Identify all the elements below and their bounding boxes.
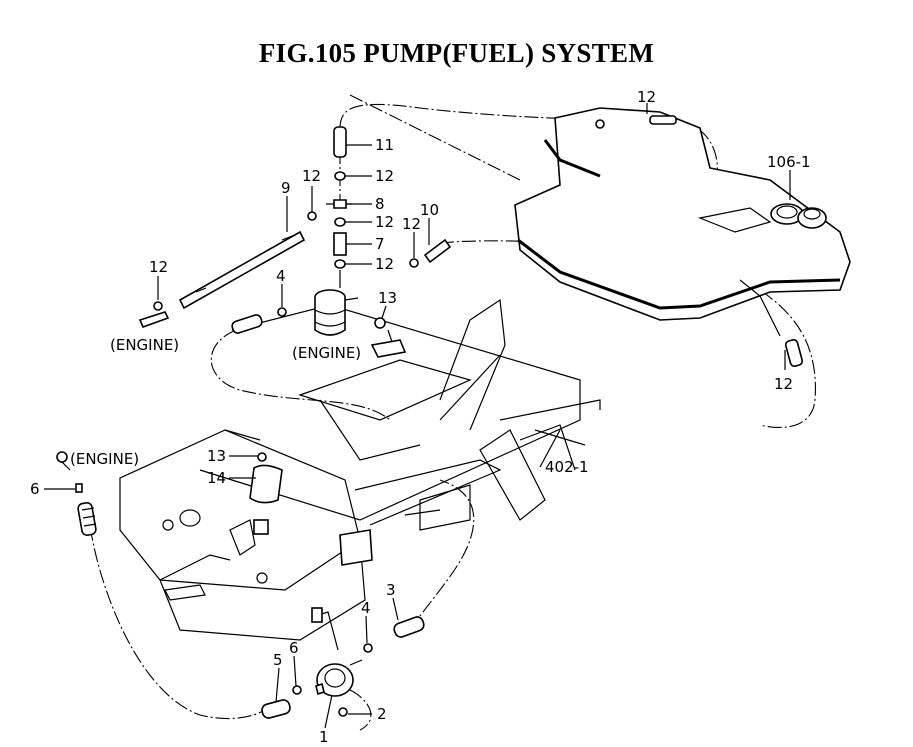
label-engine-low: (ENGINE)	[70, 450, 139, 468]
lower-plate	[119, 429, 373, 641]
label-10: 10	[420, 201, 439, 219]
filter-stack	[314, 126, 359, 336]
label-12-a: 12	[375, 167, 394, 185]
label-12-left: 12	[149, 258, 168, 276]
page-title: FIG.105 PUMP(FUEL) SYSTEM	[258, 38, 655, 68]
label-6-low: 6	[289, 639, 299, 657]
hose-5	[261, 685, 302, 719]
leader-lines	[44, 103, 791, 729]
clamp-4-top	[231, 307, 287, 334]
fuel-pump	[311, 607, 363, 717]
label-12-9: 12	[302, 167, 321, 185]
frame-assembly	[199, 298, 601, 531]
label-12-10: 12	[402, 215, 421, 233]
label-8: 8	[375, 195, 385, 213]
label-7: 7	[375, 235, 385, 253]
label-4-low: 4	[361, 599, 371, 617]
label-tank-top-12: 12	[637, 88, 656, 106]
label-tank-bottom-12: 12	[774, 375, 793, 393]
label-12-c: 12	[375, 255, 394, 273]
engine-fitting-left	[56, 451, 97, 536]
label-2: 2	[377, 705, 387, 723]
part-labels: 12 106-1 12 402-1 11 12 8 12 7 12 9 12 1…	[30, 88, 811, 746]
label-tank: 106-1	[767, 153, 811, 171]
fuel-tank	[514, 107, 851, 368]
label-frame: 402-1	[545, 458, 589, 476]
label-12-b: 12	[375, 213, 394, 231]
bracket-14	[249, 452, 283, 535]
label-14: 14	[207, 469, 226, 487]
bracket-13-top	[370, 317, 407, 358]
label-13-top: 13	[378, 289, 397, 307]
label-11: 11	[375, 136, 394, 154]
label-3: 3	[386, 581, 396, 599]
label-6-left: 6	[30, 480, 40, 498]
hose-3	[363, 616, 425, 653]
label-engine-mid: (ENGINE)	[292, 344, 361, 362]
hose-10	[409, 238, 452, 268]
hose-9	[138, 211, 317, 329]
label-9: 9	[281, 179, 291, 197]
label-4-top: 4	[276, 267, 286, 285]
label-1: 1	[319, 728, 329, 746]
label-5: 5	[273, 651, 283, 669]
label-engine-left: (ENGINE)	[110, 336, 179, 354]
label-13-low: 13	[207, 447, 226, 465]
